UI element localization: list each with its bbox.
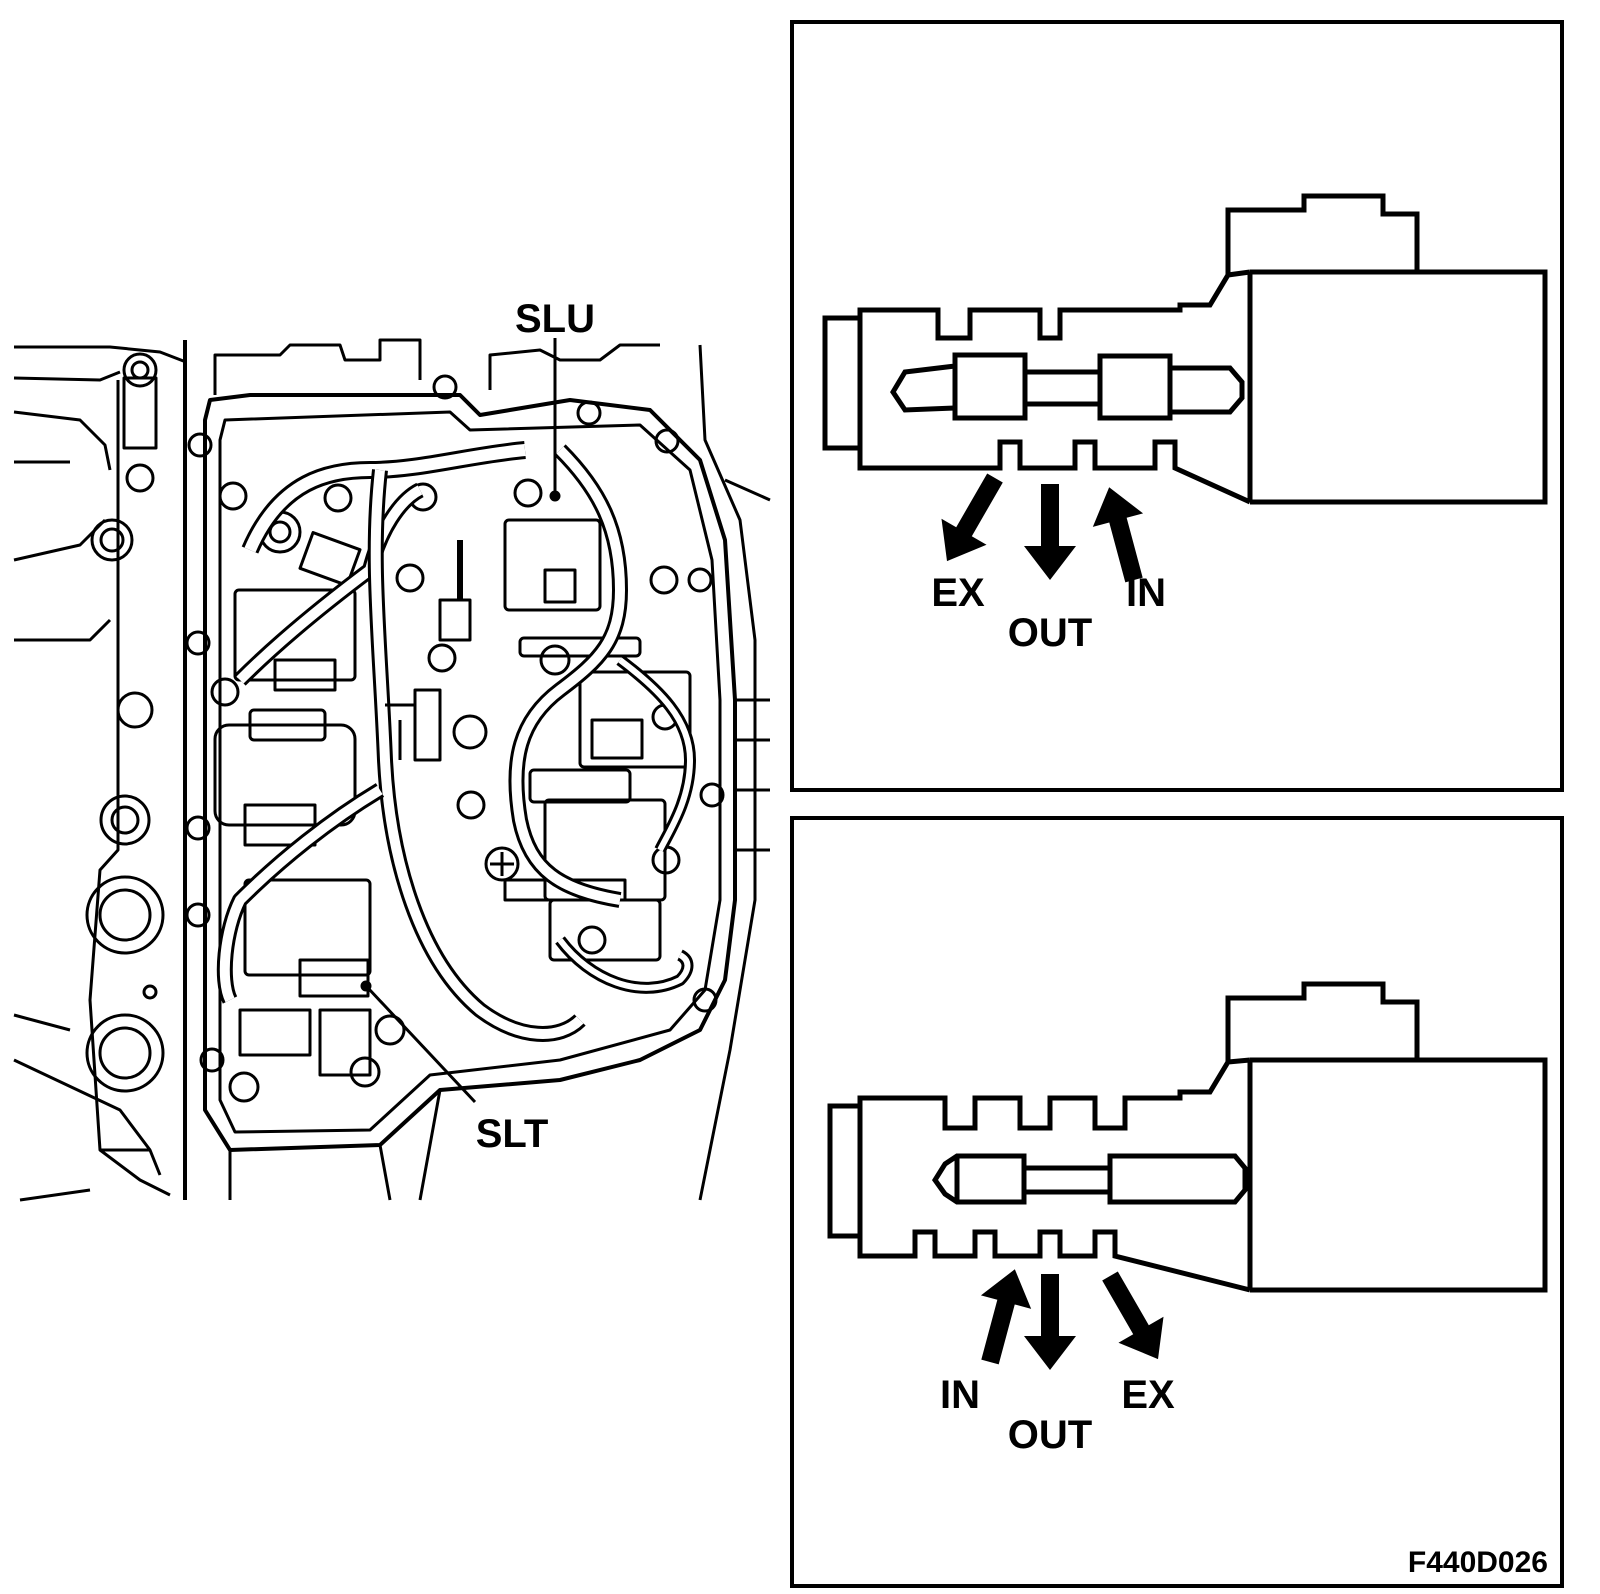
panel-top-frame	[790, 20, 1564, 792]
bottom-label-ex: EX	[1121, 1373, 1175, 1417]
flow-arrows-bottom	[964, 1262, 1181, 1373]
bottom-label-out: OUT	[1008, 1413, 1092, 1457]
label-slu: SLU	[515, 297, 595, 341]
valve-body-illustration	[13, 338, 771, 1202]
top-label-in: IN	[1126, 571, 1166, 615]
leader-lines	[360, 338, 561, 1104]
solenoid-valve-bottom	[827, 981, 1548, 1293]
solenoid-valve-top	[822, 193, 1548, 505]
figure-code: F440D026	[1408, 1546, 1548, 1579]
top-label-out: OUT	[1008, 611, 1092, 655]
bottom-label-in: IN	[940, 1373, 980, 1417]
top-label-ex: EX	[931, 571, 985, 615]
label-slt: SLT	[476, 1112, 549, 1156]
flow-arrows-top	[924, 465, 1160, 587]
panel-bottom-frame	[790, 816, 1564, 1588]
